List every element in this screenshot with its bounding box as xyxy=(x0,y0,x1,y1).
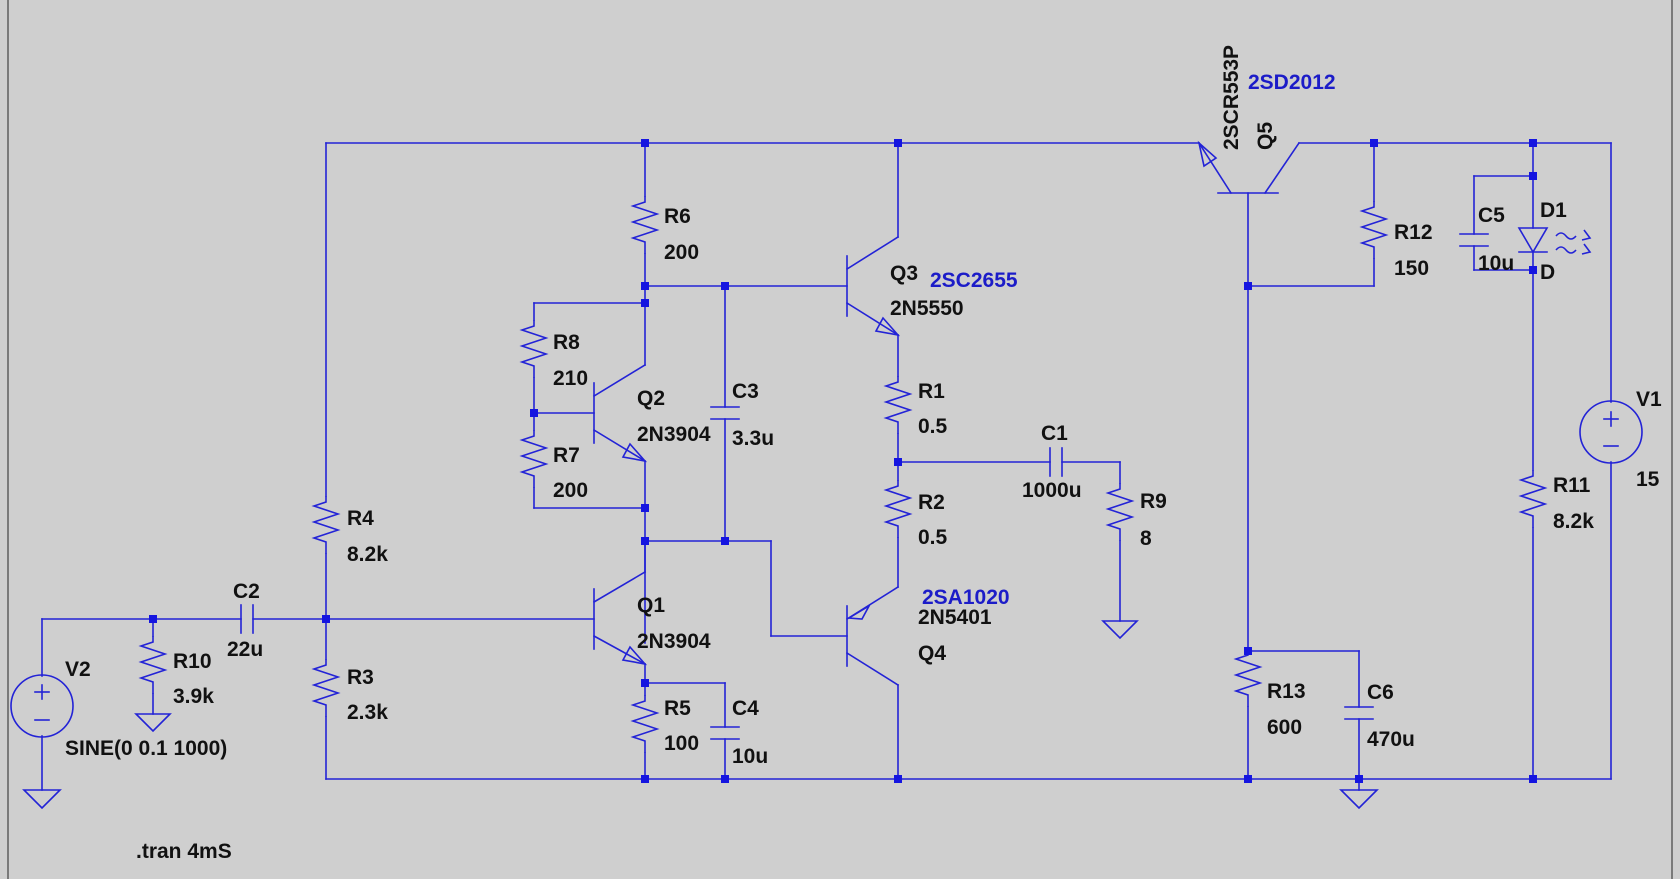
label-q1: Q1 xyxy=(637,594,665,617)
value-c2: 22u xyxy=(227,638,263,661)
alt-model-q4: 2SA1020 xyxy=(922,586,1010,609)
resistor-r8 xyxy=(519,320,549,378)
label-r13: R13 xyxy=(1267,680,1306,703)
label-q2: Q2 xyxy=(637,387,665,410)
capacitor-c4 xyxy=(710,726,740,740)
voltage-source-v2 xyxy=(10,674,74,738)
component-labels: R1 0.5 R2 0.5 R3 2.3k R4 8.2k R5 100 R6 … xyxy=(65,45,1662,863)
value-r5: 100 xyxy=(664,732,699,755)
label-r9: R9 xyxy=(1140,490,1167,513)
value-r2: 0.5 xyxy=(918,526,948,549)
ground-r9 xyxy=(1101,620,1139,640)
value-c1: 1000u xyxy=(1022,479,1082,502)
label-r6: R6 xyxy=(664,205,691,228)
value-r1: 0.5 xyxy=(918,415,948,438)
label-c6: C6 xyxy=(1367,681,1394,704)
value-r7: 200 xyxy=(553,479,588,502)
ground-c6 xyxy=(1339,789,1379,810)
spice-directive: .tran 4mS xyxy=(136,840,232,863)
alt-model-q3: 2SC2655 xyxy=(930,269,1018,292)
label-c1: C1 xyxy=(1041,422,1068,445)
model-q1: 2N3904 xyxy=(637,630,711,653)
ground-v2 xyxy=(22,789,62,810)
transistor-q5 xyxy=(1197,140,1301,195)
junctions xyxy=(149,139,1537,783)
label-q3: Q3 xyxy=(890,262,918,285)
resistor-r10 xyxy=(138,636,168,694)
resistor-r13 xyxy=(1233,649,1263,707)
label-q5: Q5 xyxy=(1254,122,1277,150)
capacitor-c3 xyxy=(710,406,740,420)
value-v1: 15 xyxy=(1636,468,1660,491)
label-q4: Q4 xyxy=(918,642,946,665)
resistor-r4 xyxy=(311,496,341,554)
value-c6: 470u xyxy=(1367,728,1415,751)
label-c3: C3 xyxy=(732,380,759,403)
value-r3: 2.3k xyxy=(347,701,388,724)
transistor-q3 xyxy=(845,235,901,337)
diode-d1 xyxy=(1517,227,1592,255)
ground-symbols xyxy=(22,620,1379,810)
label-r8: R8 xyxy=(553,331,580,354)
value-c5: 10u xyxy=(1478,252,1514,275)
label-c2: C2 xyxy=(233,580,260,603)
label-r5: R5 xyxy=(664,697,691,720)
value-r8: 210 xyxy=(553,367,588,390)
wires xyxy=(41,142,1612,791)
label-r3: R3 xyxy=(347,666,374,689)
resistor-r11 xyxy=(1518,470,1548,528)
value-c3: 3.3u xyxy=(732,427,774,450)
value-r6: 200 xyxy=(664,241,699,264)
resistor-r7 xyxy=(519,430,549,488)
resistors xyxy=(138,196,1548,753)
value-r13: 600 xyxy=(1267,716,1302,739)
label-r12: R12 xyxy=(1394,221,1433,244)
value-r12: 150 xyxy=(1394,257,1429,280)
voltage-source-v1 xyxy=(1579,400,1643,464)
label-r4: R4 xyxy=(347,507,374,530)
resistor-r3 xyxy=(311,659,341,717)
capacitor-c5 xyxy=(1459,233,1489,247)
model-d1: D xyxy=(1540,261,1555,284)
label-c4: C4 xyxy=(732,697,759,720)
capacitor-c1 xyxy=(1049,447,1063,477)
model-q5: 2SCR553P xyxy=(1220,45,1243,150)
transistor-q2 xyxy=(592,363,648,463)
label-r11: R11 xyxy=(1553,474,1591,497)
label-r1: R1 xyxy=(918,380,945,403)
capacitor-c2 xyxy=(240,604,254,634)
label-d1: D1 xyxy=(1540,199,1567,222)
model-q3: 2N5550 xyxy=(890,297,964,320)
model-q4: 2N5401 xyxy=(918,606,992,629)
resistor-r5 xyxy=(630,695,660,753)
label-r2: R2 xyxy=(918,491,945,514)
transistor-q1 xyxy=(592,540,648,666)
transistors xyxy=(592,140,1301,687)
value-r4: 8.2k xyxy=(347,543,388,566)
resistor-r12 xyxy=(1359,201,1389,259)
value-c4: 10u xyxy=(732,745,768,768)
value-v2: SINE(0 0.1 1000) xyxy=(65,737,227,760)
capacitors xyxy=(240,233,1489,740)
ground-r10 xyxy=(134,713,172,733)
label-v2: V2 xyxy=(65,658,91,681)
label-r7: R7 xyxy=(553,444,580,467)
resistor-r6 xyxy=(630,196,660,254)
label-c5: C5 xyxy=(1478,204,1505,227)
transistor-q4 xyxy=(845,585,900,687)
value-r10: 3.9k xyxy=(173,685,214,708)
label-v1: V1 xyxy=(1636,388,1662,411)
value-r11: 8.2k xyxy=(1553,510,1594,533)
resistor-r2 xyxy=(883,480,913,538)
alt-model-q5: 2SD2012 xyxy=(1248,71,1336,94)
capacitor-c6 xyxy=(1344,706,1374,720)
resistor-r1 xyxy=(883,376,913,434)
label-r10: R10 xyxy=(173,650,212,673)
model-q2: 2N3904 xyxy=(637,423,711,446)
resistor-r9 xyxy=(1105,483,1135,541)
value-r9: 8 xyxy=(1140,527,1152,550)
